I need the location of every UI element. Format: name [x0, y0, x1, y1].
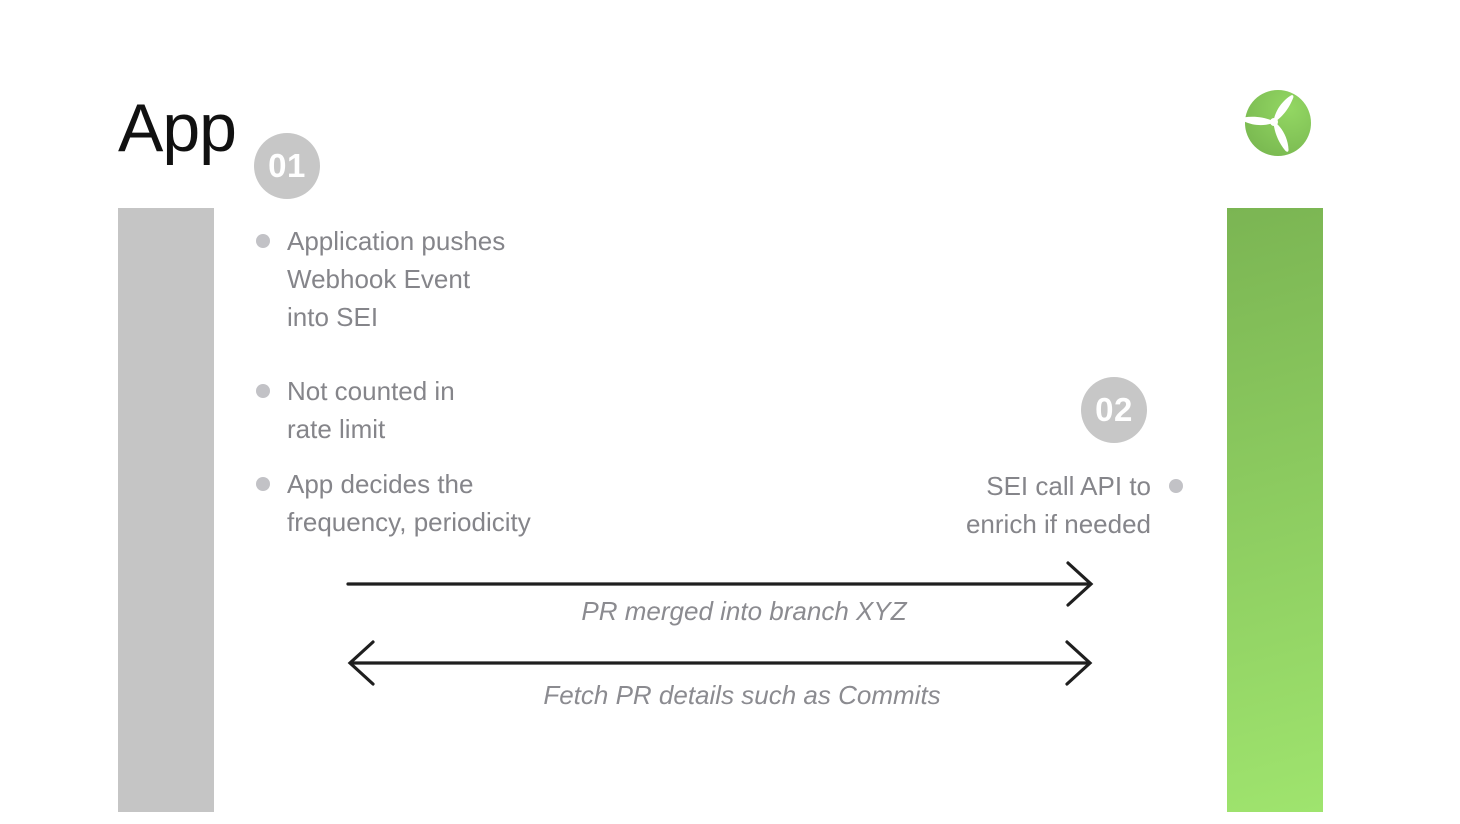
- propeller-logo-icon: [1241, 90, 1312, 158]
- step1-badge: 01: [254, 133, 320, 199]
- bullet-icon: [256, 234, 270, 248]
- text-line: SEI call API to: [986, 471, 1151, 501]
- step2-badge-number: 02: [1095, 391, 1133, 428]
- text-line: into SEI: [287, 302, 379, 332]
- text-line: App decides the: [287, 469, 474, 499]
- list-item-webhook-push: Application pushes Webhook Event into SE…: [256, 222, 505, 336]
- app-column-bar: [118, 208, 214, 812]
- page-title: App: [118, 90, 237, 166]
- sei-column-bar: [1227, 208, 1323, 812]
- bullet-icon: [1169, 479, 1183, 493]
- arrow-forward-label: PR merged into branch XYZ: [581, 596, 907, 626]
- step1-badge-number: 01: [268, 147, 306, 184]
- step2-badge: 02: [1081, 377, 1147, 443]
- list-item-text: App decides the frequency, periodicity: [287, 465, 531, 541]
- list-item-text: Application pushes Webhook Event into SE…: [287, 222, 505, 336]
- text-line: enrich if needed: [965, 509, 1151, 539]
- bullet-icon: [256, 384, 270, 398]
- text-line: Not counted in: [287, 376, 455, 406]
- text-line: Webhook Event: [287, 264, 471, 294]
- list-item-frequency: App decides the frequency, periodicity: [256, 465, 531, 541]
- text-line: Application pushes: [287, 226, 506, 256]
- text-line: rate limit: [287, 414, 386, 444]
- list-item-sei-enrich: SEI call API to enrich if needed: [966, 467, 1183, 543]
- arrow-bidirectional-icon: [347, 640, 1093, 686]
- list-item-rate-limit: Not counted in rate limit: [256, 372, 455, 448]
- arrow-backward-label: Fetch PR details such as Commits: [543, 680, 941, 710]
- list-item-text: SEI call API to enrich if needed: [966, 467, 1151, 543]
- list-item-text: Not counted in rate limit: [287, 372, 455, 448]
- bullet-icon: [256, 477, 270, 491]
- text-line: frequency, periodicity: [287, 507, 531, 537]
